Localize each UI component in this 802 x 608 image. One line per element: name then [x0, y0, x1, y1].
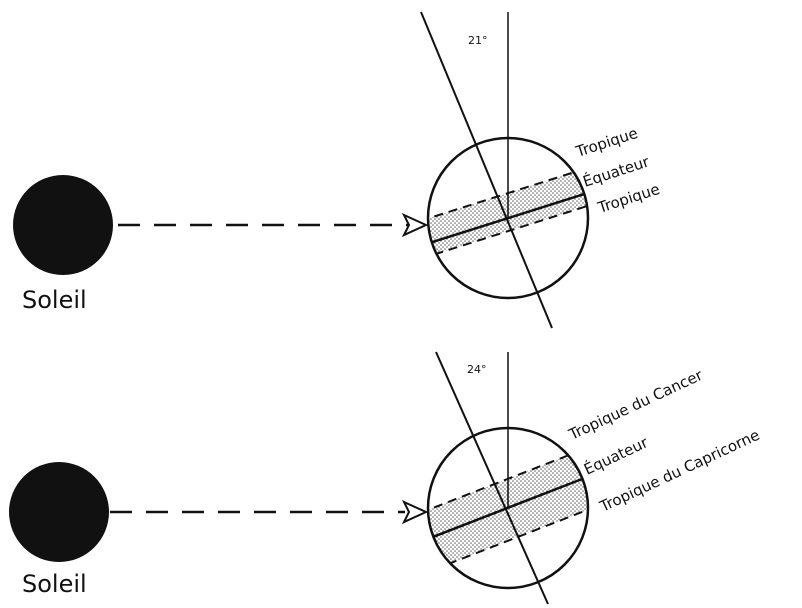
- panel-1: Soleil 21° Tropique Équateur Tropique: [13, 11, 662, 329]
- tropic-label-lower: Tropique du Capricorne: [596, 426, 762, 516]
- equator-label: Équateur: [581, 432, 652, 479]
- sun-label: Soleil: [22, 570, 87, 598]
- tropical-band: [428, 443, 588, 575]
- sun-label: Soleil: [22, 286, 87, 314]
- equator-line: [428, 187, 588, 248]
- arrow-icon: [401, 212, 429, 238]
- sun-icon: [9, 462, 109, 562]
- tilt-angle-label: 24°: [467, 363, 487, 376]
- tropic-line-upper: [428, 163, 588, 222]
- panel-2: Soleil 24° Tropique du Cancer Équateur T…: [9, 351, 762, 605]
- tropic-label-lower: Tropique: [595, 180, 662, 217]
- rotation-axis: [435, 351, 549, 605]
- tropical-band: [428, 164, 588, 259]
- tropic-line-lower: [428, 201, 588, 260]
- rotation-axis: [420, 11, 553, 329]
- tropic-label-upper: Tropique: [573, 124, 640, 161]
- tropic-label-upper: Tropique du Cancer: [565, 366, 706, 444]
- arrow-icon: [401, 499, 429, 525]
- tilt-angle-label: 21°: [468, 34, 488, 47]
- tropic-line-upper: [428, 442, 588, 514]
- sun-icon: [13, 175, 113, 275]
- earth-icon: [426, 426, 590, 590]
- earth-icon: [426, 136, 590, 300]
- equator-line: [428, 470, 588, 544]
